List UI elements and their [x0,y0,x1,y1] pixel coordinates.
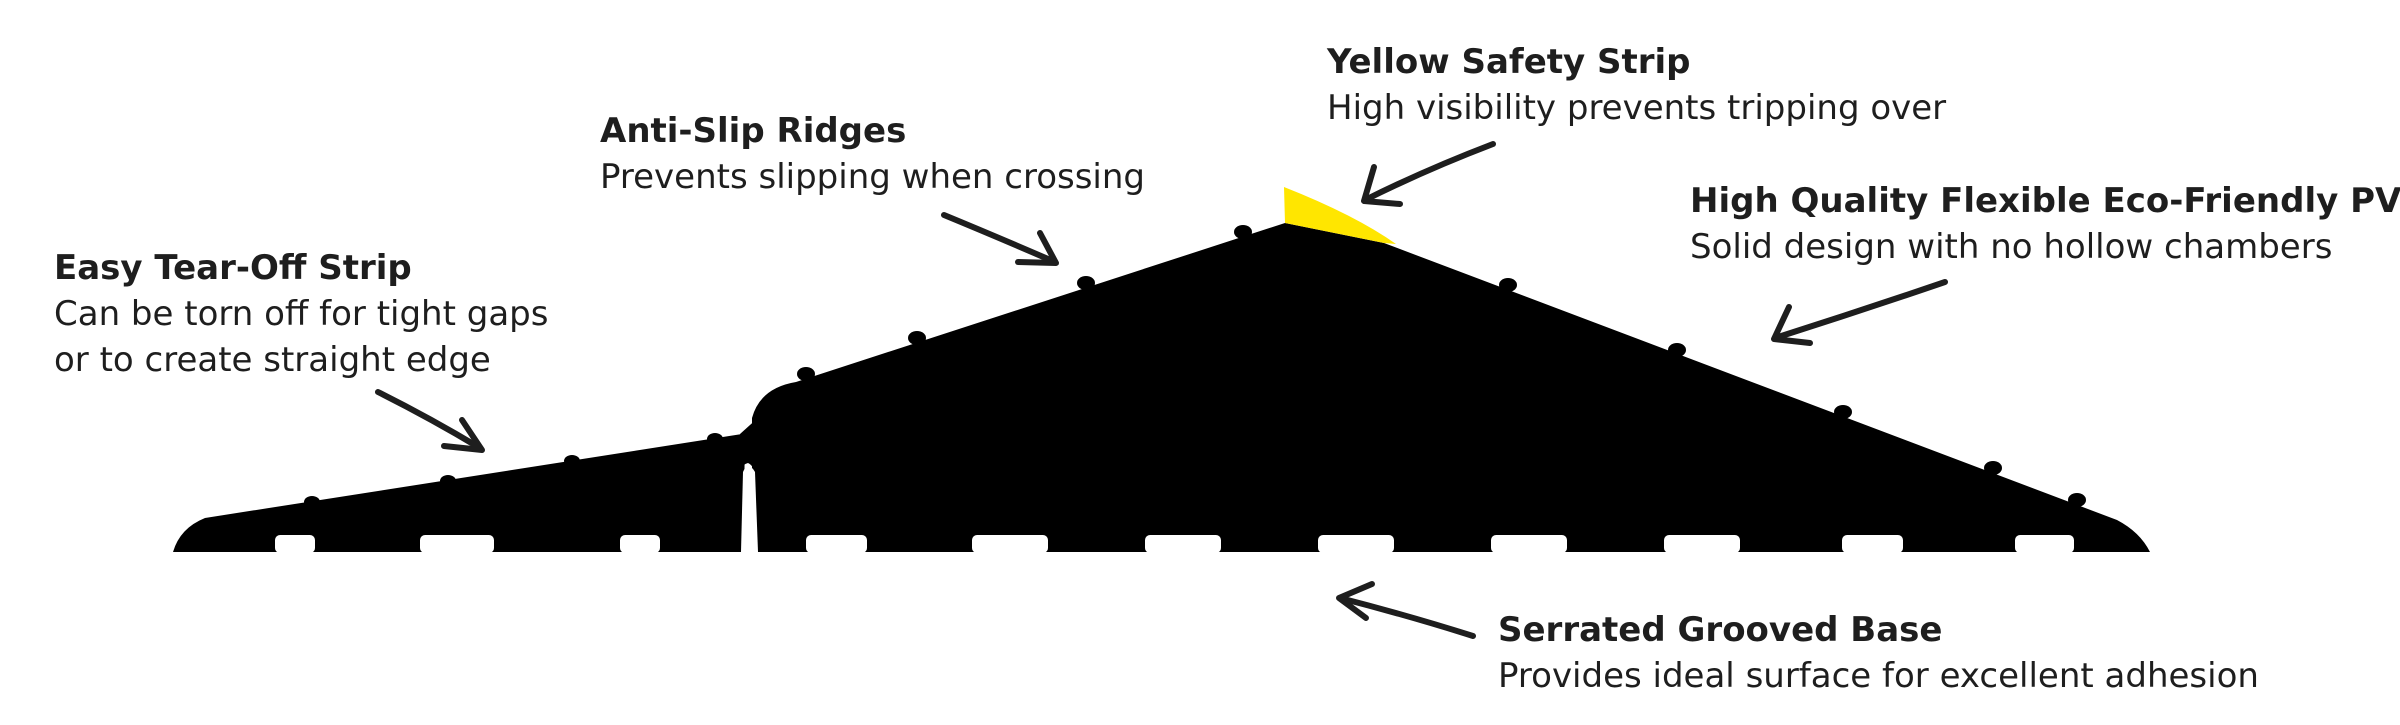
arrow-tearoff-icon [375,389,485,453]
ridge [2068,493,2086,507]
ridge [440,475,456,487]
tear-off-connector [736,416,764,552]
ridge [908,331,926,345]
label-title: Easy Tear-Off Strip [54,248,412,288]
base-groove [1491,535,1567,553]
label-title: High Quality Flexible Eco-Friendly PVC [1690,181,2400,221]
label-description: Can be torn off for tight gaps [54,294,549,334]
tear-off-strip [173,434,745,552]
ridge [1984,461,2002,475]
label-description: Provides ideal surface for excellent adh… [1498,656,2259,696]
label-title: Anti-Slip Ridges [600,111,907,151]
base-groove [420,535,494,553]
base-groove [275,535,315,553]
arrow-ridges-icon [941,212,1059,266]
pointer-arrows [375,141,1948,639]
base-groove [2015,535,2074,553]
ridge [304,496,320,508]
yellow-safety-strip [1284,187,1396,244]
label-description: or to create straight edge [54,340,491,380]
label-description: Solid design with no hollow chambers [1690,227,2333,267]
label-easy-tear-off-strip: Easy Tear-Off Strip Can be torn off for … [54,245,548,383]
ridge [1668,343,1686,357]
base-groove [1145,535,1221,553]
ridge [1234,225,1252,239]
ridge [1834,405,1852,419]
serrated-grooved-base [275,535,2074,553]
ridge [707,433,723,445]
base-groove [620,535,660,553]
anti-slip-ridges [304,225,2086,508]
base-groove [1664,535,1740,553]
arrow-yellow-icon [1361,141,1496,207]
base-groove [806,535,867,553]
arrow-base-icon [1336,581,1476,639]
ridge [1499,278,1517,292]
label-description: High visibility prevents tripping over [1327,88,1947,128]
label-yellow-safety-strip: Yellow Safety Strip High visibility prev… [1327,39,1946,131]
base-groove [1318,535,1394,553]
ridge [797,367,815,381]
ridge [564,455,580,467]
label-flexible-pvc: High Quality Flexible Eco-Friendly PVC S… [1690,178,2400,270]
arrow-pvc-icon [1771,279,1948,346]
label-title: Serrated Grooved Base [1498,610,1943,650]
ridge [1077,276,1095,290]
label-anti-slip-ridges: Anti-Slip Ridges Prevents slipping when … [600,108,1145,200]
ramp-main-body [752,223,2150,552]
label-description: Prevents slipping when crossing [600,157,1146,197]
label-title: Yellow Safety Strip [1327,42,1691,82]
base-groove [972,535,1048,553]
label-serrated-grooved-base: Serrated Grooved Base Provides ideal sur… [1498,607,2259,699]
tear-off-slot [741,466,758,552]
base-groove [1842,535,1903,553]
